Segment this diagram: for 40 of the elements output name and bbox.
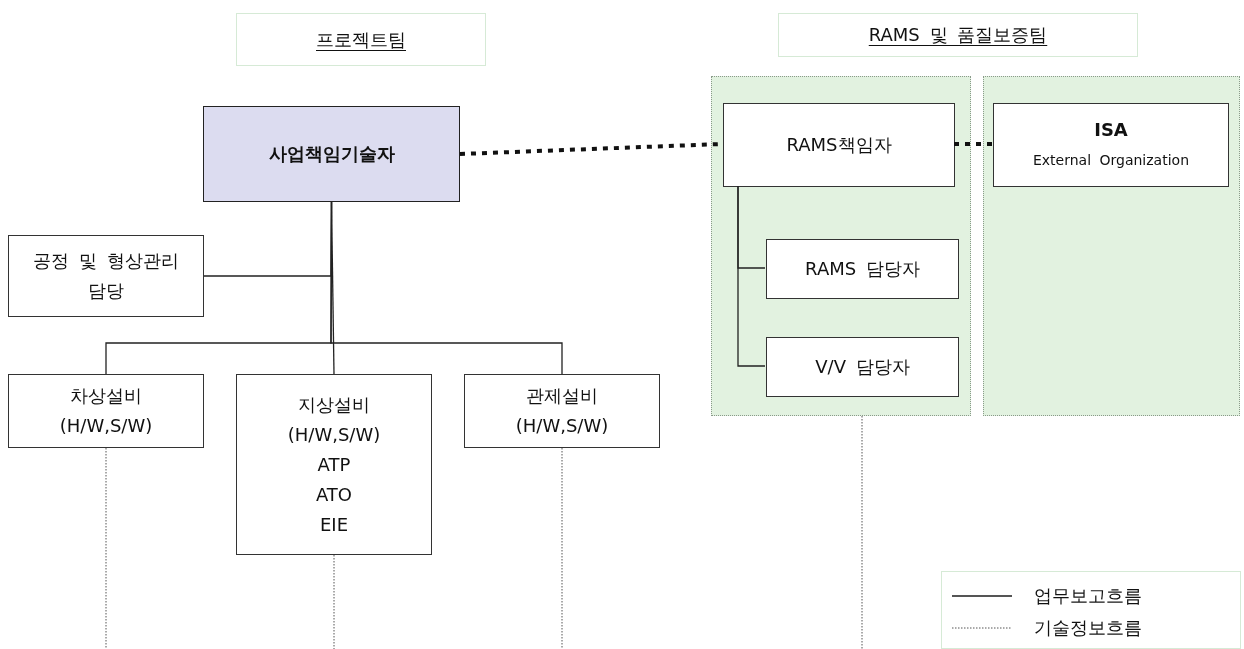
role-label: 지상설비 [297,392,371,417]
role-label: ISA [1093,118,1129,142]
role-box [464,374,660,448]
role-box [8,235,204,317]
dotted-connector [561,447,563,649]
connector-line [330,201,563,375]
role-box [993,103,1229,187]
role-box [8,374,204,448]
role-label: RAMS책임자 [785,133,893,157]
role-label: V/V 담당자 [814,355,911,379]
team-heading-box [778,13,1138,57]
role-label: 관제설비 [525,384,599,408]
role-box [723,103,955,187]
role-box [766,239,959,299]
team-heading-box [236,13,486,66]
dotted-connector [954,142,992,146]
dotted-connector [861,415,863,649]
connector-line [737,185,766,367]
team-title: RAMS 및 품질보증팀 [867,23,1049,47]
dotted-connector [105,447,107,649]
role-label: ATP [316,452,352,477]
legend-label: 업무보고흐름 [1034,584,1142,608]
team-panel [983,76,1240,416]
role-label: ATO [314,482,354,507]
role-box [236,374,432,555]
role-box [766,337,959,397]
role-label: External Organization [1031,151,1190,170]
role-label: 사업책임기술자 [267,142,396,166]
role-label: EIE [318,512,350,537]
team-title: 프로젝트팀 [315,27,407,52]
role-label: RAMS 담당자 [804,257,921,281]
legend-label: 기술정보흐름 [1034,616,1142,640]
role-label: 공정 및 형상관리 담당 [32,249,180,303]
role-label: (H/W,S/W) [286,422,382,447]
role-label: (H/W,S/W) [514,414,610,438]
role-label: 차상설비 [69,384,143,408]
role-label: (H/W,S/W) [58,414,154,438]
lead-role-box [203,106,460,202]
team-panel [711,76,971,416]
dotted-connector [333,554,335,649]
